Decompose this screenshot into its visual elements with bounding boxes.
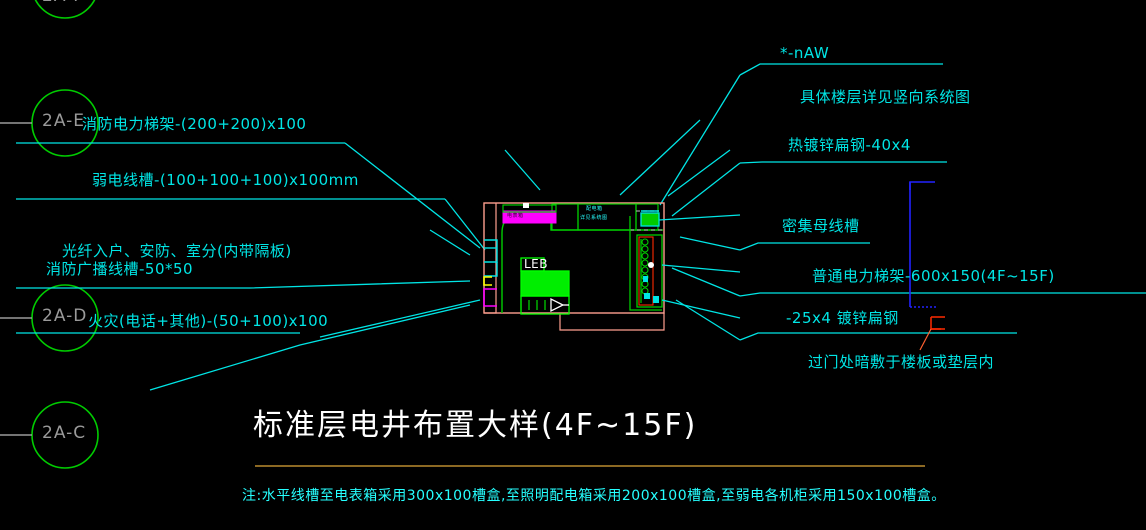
leader-diagonal-2 (444, 198, 486, 251)
blue-riser-marker (909, 181, 936, 308)
riser-device-1 (643, 276, 648, 282)
leb-equipment-block (520, 270, 570, 297)
right-label-see-riser-diagram: 具体楼层详见竖向系统图 (800, 88, 971, 106)
leader-diagonal-r2 (671, 162, 741, 217)
leb-riser-ticks (528, 300, 546, 310)
riser-cabinet-inner (638, 236, 654, 306)
leader-diagonal-4 (319, 299, 481, 338)
leader-diagonal-r8 (504, 149, 541, 191)
bubble-label-2a-c: 2A-C (42, 423, 87, 443)
shaft-door-threshold (559, 313, 665, 331)
drawing-title: 标准层电井布置大样(4F~15F) (253, 408, 698, 443)
leb-arrow-symbol (550, 297, 565, 313)
leader-underline-r2 (739, 161, 947, 164)
left-wireway-bracket-magenta (483, 288, 497, 307)
shaft-wall-inner-offset (484, 203, 497, 314)
leader-underline-r3 (739, 242, 870, 251)
bubble-label-2a-d: 2A-D (42, 306, 88, 326)
drawing-note: 注:水平线槽至电表箱采用300x100槽盒,至照明配电箱采用200x100槽盒,… (242, 488, 946, 504)
red-leader-tail (919, 328, 932, 351)
red-bracket (930, 317, 941, 330)
left-wireway-bracket-yellow (483, 276, 492, 286)
plan-panel-text-bottom: 详见系统图 (580, 215, 608, 221)
left-leader-lines (16, 142, 486, 391)
leader-underline-3 (16, 280, 471, 289)
leader-diagonal-r1 (659, 74, 741, 206)
meter-box-outline (502, 204, 557, 213)
right-label-concealed-at-door: 过门处暗敷于楼板或垫层内 (808, 353, 995, 371)
leader-diagonal-5 (149, 304, 471, 391)
plan-panel-text-top: 配电箱 (586, 206, 603, 212)
plan-right-leader-stubs (658, 214, 741, 319)
leader-underline-r5 (739, 332, 1017, 341)
right-leader-lines (504, 63, 1146, 341)
right-label-flat-steel-25x4: -25x4 镀锌扁钢 (786, 309, 899, 327)
left-label-fire-alarm-phone: 火灾(电话+其他)-(50+100)x100 (88, 312, 329, 330)
left-label-fire-power-ladder: 消防电力梯架-(200+200)x100 (82, 115, 307, 133)
leader-diagonal-1 (344, 142, 481, 249)
leb-label-text: LEB (524, 257, 548, 271)
left-wireway-brackets (484, 239, 498, 277)
meter-box-marker (523, 203, 529, 208)
red-flat-steel-symbol (919, 316, 945, 351)
meter-box-filled (502, 210, 557, 224)
bubble-circle-2a-f (34, 0, 96, 19)
right-label-busduct: 密集母线槽 (782, 217, 860, 235)
leader-diagonal-r6 (619, 119, 701, 196)
busduct-block (640, 212, 660, 227)
leader-underline-r1 (739, 63, 943, 76)
leader-diagonal-r4 (671, 267, 741, 297)
riser-device-2 (644, 293, 650, 299)
grid-bubble-group (0, 0, 99, 469)
electrical-shaft-plan-detail (483, 202, 741, 331)
leader-diagonal-r5 (675, 299, 741, 341)
leader-diagonal-6 (429, 229, 471, 256)
bubble-label-2a-e: 2A-E (42, 111, 85, 131)
right-label-galvanized-flat-steel-40x4: 热镀锌扁钢-40x4 (788, 136, 911, 154)
shaft-outer-wall (483, 202, 665, 314)
blue-bracket-top (909, 181, 935, 190)
plan-meter-box-label: 电表箱 (507, 213, 524, 219)
leader-diagonal-r7 (667, 149, 731, 197)
riser-chase-wall (629, 216, 662, 311)
right-label-power-ladder-600x150: 普通电力梯架-600x150(4F~15F) (812, 267, 1055, 285)
left-label-fire-broadcast-trunking: 消防广播线槽-50*50 (46, 260, 194, 278)
leader-underline-r4 (739, 292, 1146, 297)
right-label-naw: *-nAW (780, 44, 830, 62)
leader-diagonal-r3 (679, 236, 741, 251)
left-label-weak-current-trunking: 弱电线槽-(100+100+100)x100mm (92, 171, 359, 189)
left-label-fiber-security: 光纤入户、安防、室分(内带隔板) (62, 242, 292, 260)
riser-cable-coils (641, 238, 649, 295)
bubble-label-2a-f: 2A-F (42, 0, 84, 5)
riser-device-3 (653, 296, 659, 303)
riser-cabinet-outline (636, 234, 663, 308)
riser-node-marker (648, 262, 654, 268)
